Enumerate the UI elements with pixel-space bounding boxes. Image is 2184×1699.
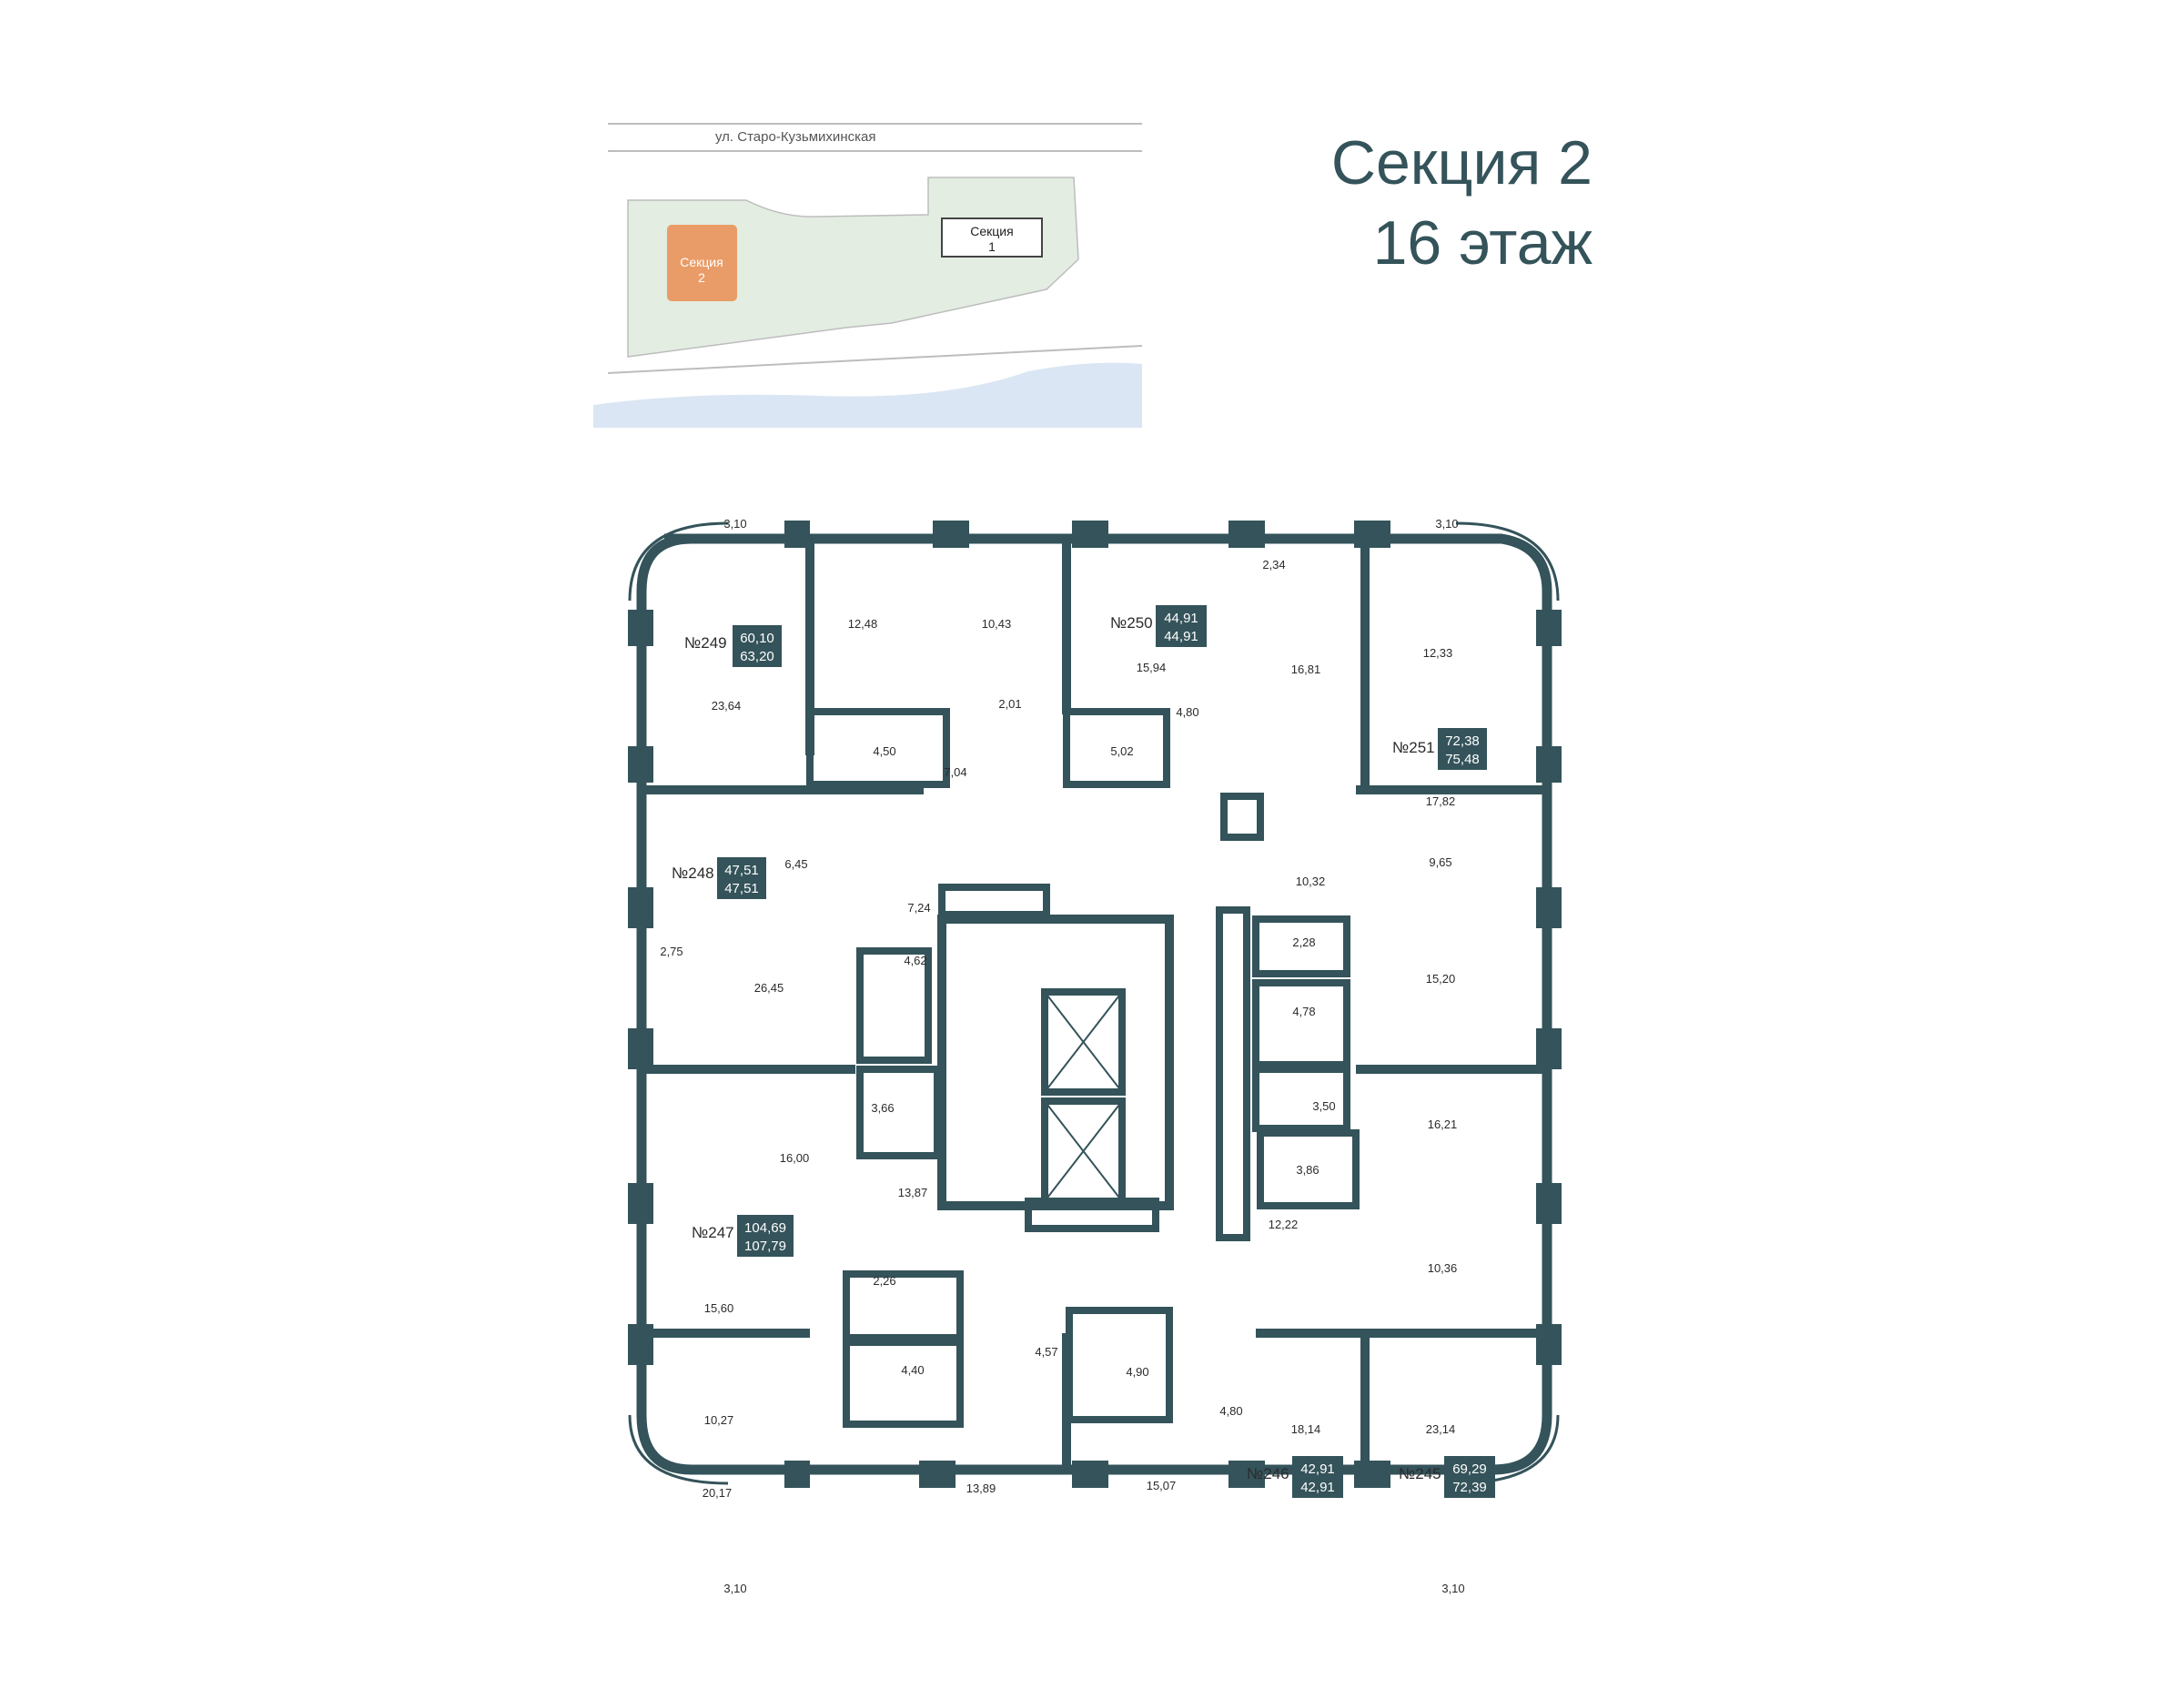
apartment-area-total: 42,91 (1300, 1461, 1335, 1477)
apartment-251[interactable]: №251 72,38 75,48 (1392, 728, 1487, 770)
apartment-area-with-balcony: 63,20 (740, 649, 774, 664)
apartment-area-with-balcony: 44,91 (1164, 629, 1198, 644)
room-area: 6,45 (784, 857, 807, 871)
room-area: 10,32 (1296, 875, 1326, 888)
apartment-area-badge (1292, 1456, 1343, 1498)
room-area: 15,07 (1147, 1479, 1177, 1492)
apartment-area-with-balcony: 72,39 (1452, 1480, 1487, 1495)
room-area: 3,10 (1435, 517, 1458, 531)
room-area: 3,50 (1312, 1099, 1335, 1113)
room-area: 20,17 (703, 1486, 733, 1500)
room-area: 3,86 (1296, 1163, 1319, 1177)
room-area: 3,10 (723, 1582, 746, 1595)
site-water (593, 362, 1142, 428)
room-area: 2,28 (1292, 935, 1315, 949)
elevator-1 (1041, 988, 1126, 1096)
room-area: 10,36 (1428, 1261, 1458, 1275)
room-area: 10,27 (704, 1413, 734, 1427)
section-title: Секция 2 (1330, 128, 1592, 197)
room-area-labels: 3,10 3,10 3,10 3,10 12,48 10,43 23,64 2,… (660, 517, 1464, 1595)
room-area: 18,14 (1291, 1422, 1321, 1436)
room-area: 23,64 (712, 699, 742, 713)
apartment-area-total: 44,91 (1164, 611, 1198, 626)
room-area: 4,90 (1126, 1365, 1148, 1379)
site-section-1-label2: 1 (988, 239, 996, 254)
apartment-number: №250 (1110, 614, 1153, 632)
apartment-area-badge (1444, 1456, 1495, 1498)
room-area: 16,00 (780, 1151, 810, 1165)
apartment-area-with-balcony: 42,91 (1300, 1480, 1335, 1495)
apartment-area-badge (1156, 605, 1207, 647)
apartment-area-with-balcony: 75,48 (1445, 752, 1480, 767)
apartment-labels: №249 60,10 63,20 №250 44,91 44,91 №251 7… (672, 605, 1495, 1498)
room-area: 17,82 (1426, 794, 1456, 808)
apartment-247[interactable]: №247 104,69 107,79 (692, 1215, 794, 1257)
room-area: 3,66 (871, 1101, 894, 1115)
apartment-248[interactable]: №248 47,51 47,51 (672, 857, 766, 899)
room-area: 4,40 (901, 1363, 924, 1377)
apartment-area-badge (737, 1215, 794, 1257)
apartment-area-badge (733, 625, 782, 667)
apartment-area-total: 47,51 (724, 863, 759, 878)
site-section-1-label1: Секция (970, 224, 1013, 238)
apartment-249[interactable]: №249 60,10 63,20 (684, 625, 782, 667)
room-area: 12,33 (1423, 646, 1453, 660)
room-area: 15,20 (1426, 972, 1456, 986)
room-area: 10,43 (982, 617, 1012, 631)
floor-plan (628, 521, 1562, 1488)
room-area: 2,75 (660, 945, 682, 958)
site-plan-map: ул. Старо-Кузьмихинская Секция 2 Секция … (593, 123, 1143, 428)
room-area: 15,60 (704, 1301, 734, 1315)
apartment-area-total: 69,29 (1452, 1461, 1487, 1477)
core-block (937, 915, 1174, 1210)
room-area: 9,65 (1429, 855, 1451, 869)
room-area: 4,80 (1176, 705, 1198, 719)
room-area: 15,94 (1137, 661, 1167, 674)
room-area: 4,78 (1292, 1005, 1315, 1018)
apartment-number: №247 (692, 1224, 734, 1241)
room-area: 3,10 (1441, 1582, 1464, 1595)
apartment-246[interactable]: №246 42,91 42,91 (1247, 1456, 1343, 1498)
room-area: 4,50 (873, 744, 895, 758)
floor-title: 16 этаж (1372, 208, 1592, 278)
room-area: 4,57 (1035, 1345, 1057, 1359)
room-area: 7,24 (907, 901, 930, 915)
room-area: 12,48 (848, 617, 878, 631)
room-area: 4,62 (904, 954, 926, 967)
apartment-area-with-balcony: 107,79 (744, 1239, 786, 1254)
room-area: 2,34 (1262, 558, 1285, 571)
room-area: 3,10 (723, 517, 746, 531)
room-area: 13,89 (966, 1482, 996, 1495)
room-area: 23,14 (1426, 1422, 1456, 1436)
room-area: 16,21 (1428, 1117, 1458, 1131)
room-area: 7,04 (944, 765, 966, 779)
apartment-245[interactable]: №245 69,29 72,39 (1399, 1456, 1495, 1498)
room-area: 13,87 (898, 1186, 928, 1199)
apartment-area-total: 72,38 (1445, 733, 1480, 749)
apartment-area-badge (717, 857, 766, 899)
apartment-number: №249 (684, 634, 727, 652)
apartment-area-total: 104,69 (744, 1220, 786, 1236)
room-area: 12,22 (1269, 1218, 1299, 1231)
site-section-1[interactable] (941, 217, 1043, 258)
room-area: 16,81 (1291, 662, 1321, 676)
apartment-number: №251 (1392, 739, 1435, 756)
room-area: 2,01 (998, 697, 1021, 711)
site-section-2-label2: 2 (698, 270, 705, 285)
apartment-number: №245 (1399, 1465, 1441, 1482)
street-label: ул. Старо-Кузьмихинская (715, 129, 875, 145)
apartment-area-with-balcony: 47,51 (724, 881, 759, 896)
room-area: 4,80 (1219, 1404, 1242, 1418)
apartment-area-badge (1438, 728, 1487, 770)
site-section-2-label1: Секция (680, 255, 723, 269)
apartment-number: №248 (672, 865, 714, 882)
apartment-number: №246 (1247, 1465, 1289, 1482)
site-section-2[interactable] (667, 225, 737, 301)
room-area: 26,45 (754, 981, 784, 995)
room-area: 2,26 (873, 1274, 895, 1288)
room-area: 5,02 (1110, 744, 1133, 758)
apartment-250[interactable]: №250 44,91 44,91 (1110, 605, 1207, 647)
apartment-area-total: 60,10 (740, 631, 774, 646)
